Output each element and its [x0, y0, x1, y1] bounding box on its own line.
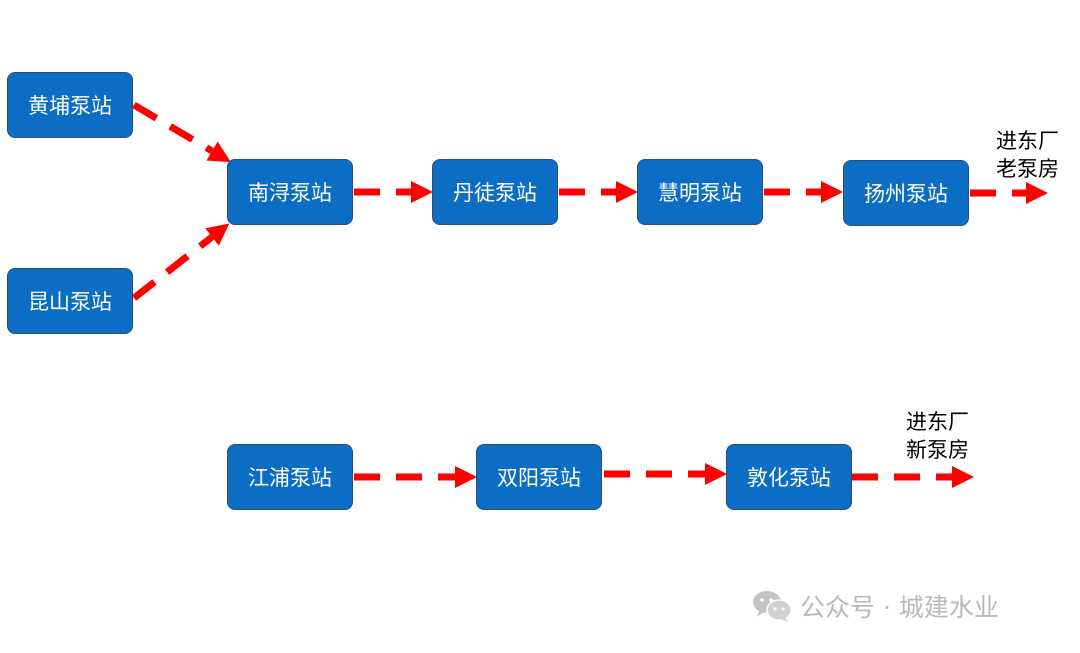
watermark-text: 公众号 · 城建水业 — [800, 593, 999, 622]
endpoint-old-line2: 老泵房 — [996, 157, 1059, 181]
edge-kunshan-nanxun — [131, 223, 230, 301]
node-kunshan: 昆山泵站 — [7, 268, 133, 334]
watermark: 公众号 · 城建水业 — [752, 588, 999, 624]
node-nanxun: 南浔泵站 — [227, 159, 353, 225]
endpoint-new-plant: 进东厂 新泵房 — [906, 408, 969, 464]
endpoint-old-line1: 进东厂 — [996, 129, 1059, 153]
node-yangzhou: 扬州泵站 — [843, 160, 969, 226]
node-jiangpu: 江浦泵站 — [227, 444, 353, 510]
node-huangpu: 黄埔泵站 — [7, 72, 133, 138]
endpoint-new-line2: 新泵房 — [906, 438, 969, 462]
node-dunhua: 敦化泵站 — [726, 444, 852, 510]
edge-huangpu-nanxun — [132, 101, 231, 163]
node-shuangyang: 双阳泵站 — [476, 444, 602, 510]
wechat-icon — [753, 591, 792, 622]
endpoint-new-line1: 进东厂 — [906, 410, 969, 434]
node-dantu: 丹徒泵站 — [432, 159, 558, 225]
node-huiming: 慧明泵站 — [637, 159, 763, 225]
endpoint-old-plant: 进东厂 老泵房 — [996, 127, 1059, 183]
